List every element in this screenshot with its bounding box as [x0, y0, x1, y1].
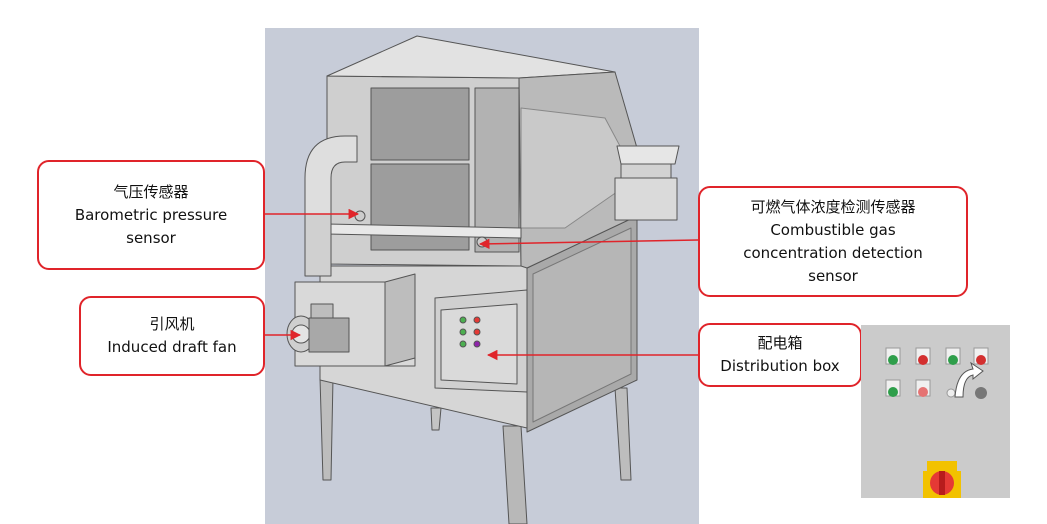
distribution-box-photo: [861, 325, 1010, 498]
barometric-label-en-line2: sensor: [126, 228, 176, 247]
gas-sensor-label-en-line3: sensor: [808, 266, 858, 285]
gas-sensor-label-en-line2: concentration detection: [743, 243, 923, 262]
distribution-box-photo-drawing: [861, 325, 1010, 498]
callout-distribution-box: 配电箱 Distribution box: [698, 323, 862, 387]
callout-induced-draft-fan: 引风机 Induced draft fan: [79, 296, 265, 376]
barometric-label-zh: 气压传感器: [113, 182, 189, 201]
machine-illustration-panel: [265, 28, 699, 524]
callout-barometric-pressure-sensor: 气压传感器 Barometric pressure sensor: [37, 160, 265, 270]
machine-illustration: [286, 35, 680, 524]
fan-label-en: Induced draft fan: [107, 338, 237, 356]
gas-sensor-label-zh: 可燃气体浓度检测传感器: [750, 197, 916, 216]
gas-sensor-label-en-line1: Combustible gas: [770, 220, 896, 239]
fan-label-zh: 引风机: [149, 315, 195, 333]
callout-combustible-gas-sensor: 可燃气体浓度检测传感器 Combustible gas concentratio…: [698, 186, 968, 297]
distribution-label-zh: 配电箱: [757, 334, 803, 352]
distribution-label-en: Distribution box: [720, 357, 840, 375]
barometric-label-en-line1: Barometric pressure: [74, 205, 228, 224]
